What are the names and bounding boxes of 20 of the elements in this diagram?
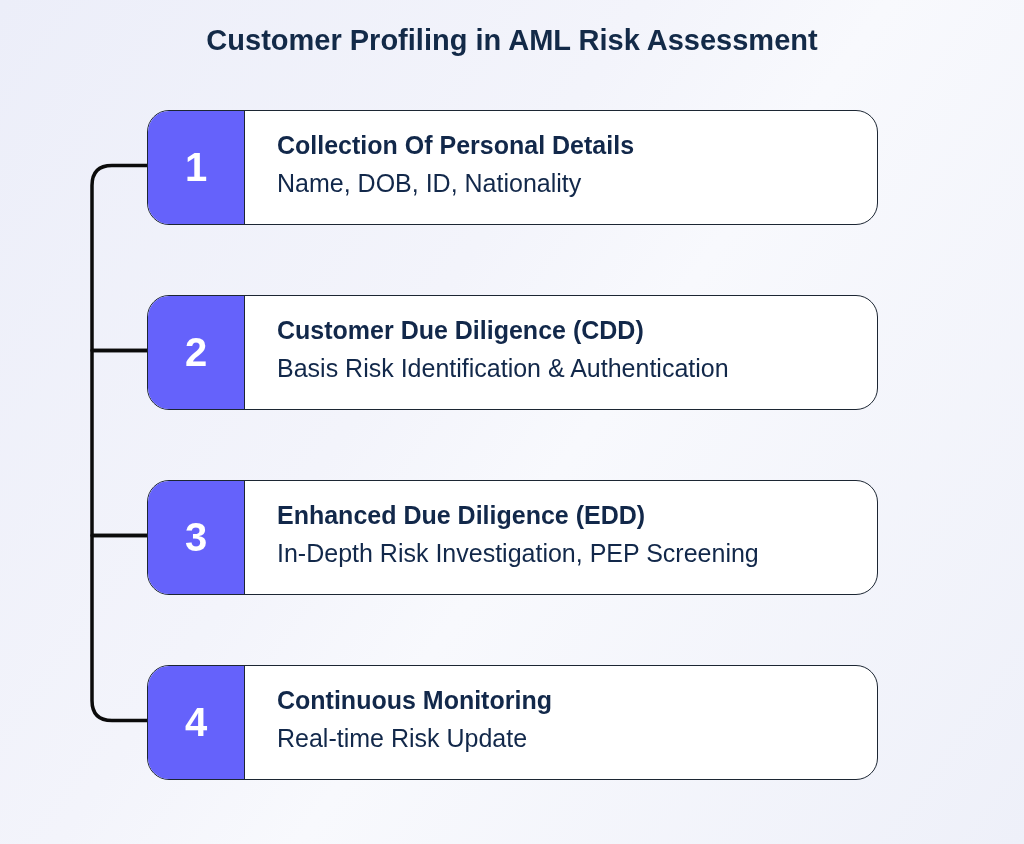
step-heading: Collection Of Personal Details [277,131,636,160]
step-heading: Enhanced Due Diligence (EDD) [277,501,647,530]
step-number: 4 [148,666,245,779]
connector-line [90,533,147,723]
step-number: 2 [148,296,245,409]
step-heading: Continuous Monitoring [277,686,553,715]
step-card [147,295,878,410]
step-number: 1 [148,111,245,224]
step-number: 3 [148,481,245,594]
step-description: Name, DOB, ID, Nationality [277,169,583,198]
connector-line [90,163,147,353]
step-card [147,110,878,225]
step-description: Basis Risk Identification & Authentication [277,354,730,383]
connector-line [90,348,147,538]
step-heading: Customer Due Diligence (CDD) [277,316,645,345]
diagram-title: Customer Profiling in AML Risk Assessment [205,24,819,57]
step-description: Real-time Risk Update [277,724,529,753]
step-card [147,665,878,780]
step-card [147,480,878,595]
step-description: In-Depth Risk Investigation, PEP Screening [277,539,760,568]
